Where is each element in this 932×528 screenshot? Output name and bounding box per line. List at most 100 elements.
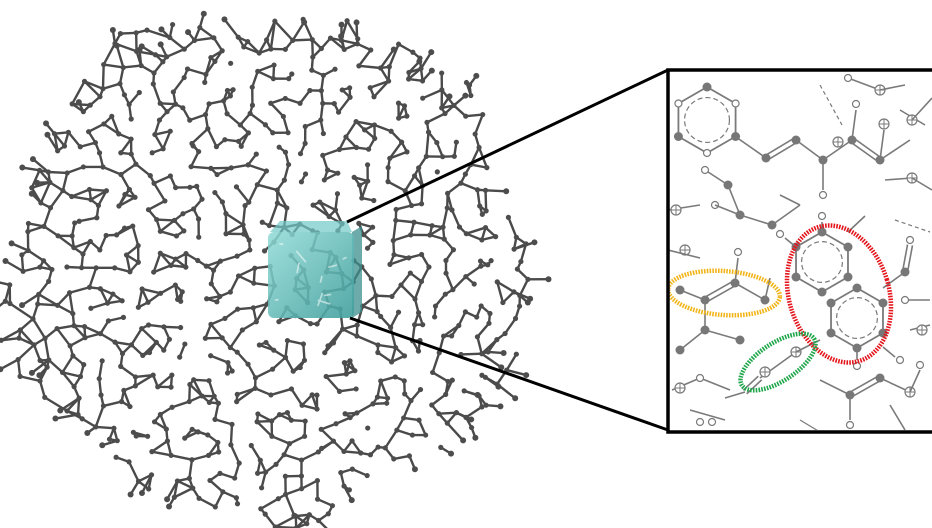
network-atom	[298, 179, 305, 185]
network-bond	[186, 67, 208, 76]
network-bond	[318, 200, 337, 212]
network-atom	[172, 101, 179, 107]
network-bond	[213, 402, 220, 421]
network-atom	[241, 231, 247, 237]
network-atom	[325, 343, 331, 349]
network-atom	[511, 289, 517, 295]
network-atom	[282, 95, 288, 102]
network-bond	[89, 301, 109, 310]
cube-inner-bond	[295, 250, 307, 263]
network-atom	[168, 384, 174, 390]
zoom-panel-frame	[666, 68, 932, 434]
network-atom	[157, 228, 163, 234]
network-atom	[460, 437, 467, 444]
network-bond	[169, 454, 194, 461]
network-bond	[321, 148, 341, 157]
network-bond	[361, 294, 378, 308]
network-atom	[203, 71, 209, 77]
network-bond	[233, 461, 241, 480]
network-bond	[94, 404, 105, 429]
network-atom	[290, 368, 296, 374]
network-bond	[354, 120, 376, 127]
network-bond	[113, 340, 133, 347]
network-atom	[371, 197, 377, 204]
network-atom	[361, 127, 368, 133]
network-atom	[152, 52, 159, 58]
network-atom	[451, 153, 457, 159]
network-bond	[53, 132, 66, 148]
network-atom	[398, 282, 404, 288]
network-bond	[19, 317, 35, 332]
selection-cube	[268, 221, 362, 318]
network-bond	[311, 203, 331, 218]
network-atom	[263, 168, 270, 174]
network-bond	[153, 133, 165, 151]
network-bond	[102, 63, 125, 69]
network-bond	[27, 222, 46, 228]
network-atom	[130, 223, 136, 229]
network-atom	[205, 452, 212, 458]
network-bond	[284, 493, 296, 517]
network-atom	[424, 119, 430, 125]
network-bond	[159, 219, 176, 233]
network-atom	[222, 315, 228, 322]
network-bond	[66, 165, 85, 175]
network-atom	[70, 353, 76, 359]
network-atom	[20, 268, 26, 274]
network-atom	[17, 327, 23, 333]
network-atom	[164, 54, 170, 60]
network-atom	[513, 351, 519, 357]
network-atom	[148, 472, 155, 478]
network-atom	[154, 216, 160, 223]
network-bond	[256, 183, 279, 192]
network-bond	[46, 133, 59, 153]
zoom-bond	[911, 97, 932, 121]
network-bond	[153, 129, 172, 136]
network-atom	[338, 33, 345, 40]
network-atom	[523, 241, 529, 247]
network-atom	[442, 110, 448, 117]
zoom-bond	[706, 86, 737, 105]
network-bond	[376, 351, 393, 364]
network-atom	[401, 353, 408, 359]
network-atom	[96, 376, 102, 382]
network-atom	[69, 193, 75, 200]
network-atom	[283, 491, 289, 497]
network-atom	[401, 103, 408, 109]
network-atom	[439, 105, 445, 111]
network-atom	[339, 87, 345, 93]
network-atom	[439, 87, 445, 93]
network-atom	[354, 410, 360, 416]
network-atom	[372, 135, 378, 141]
zoom-bond	[764, 277, 771, 301]
network-atom	[359, 195, 365, 201]
network-atom	[87, 102, 93, 108]
network-atom	[155, 384, 161, 390]
network-atom	[474, 187, 481, 193]
hydrogen-atom	[818, 190, 828, 200]
network-bond	[269, 102, 285, 118]
network-atom	[194, 183, 200, 189]
network-atom	[133, 433, 139, 439]
network-atom	[217, 470, 223, 476]
network-atom	[368, 47, 374, 53]
network-atom	[449, 333, 455, 339]
network-bond	[38, 379, 46, 399]
network-bond	[223, 307, 239, 320]
network-atom	[356, 63, 362, 69]
network-atom	[54, 302, 61, 308]
network-atom	[320, 152, 326, 158]
network-bond	[254, 367, 274, 379]
network-atom	[172, 282, 178, 288]
network-atom	[181, 228, 187, 234]
network-atom	[269, 418, 275, 424]
network-atom	[307, 87, 313, 94]
network-atom	[505, 214, 512, 220]
network-atom	[349, 438, 355, 444]
aromatic-ring-circle	[683, 96, 731, 144]
network-atom	[69, 101, 75, 107]
network-bond	[110, 115, 120, 136]
network-atom	[436, 411, 442, 417]
zoom-bond	[882, 346, 896, 358]
network-atom	[293, 525, 299, 528]
